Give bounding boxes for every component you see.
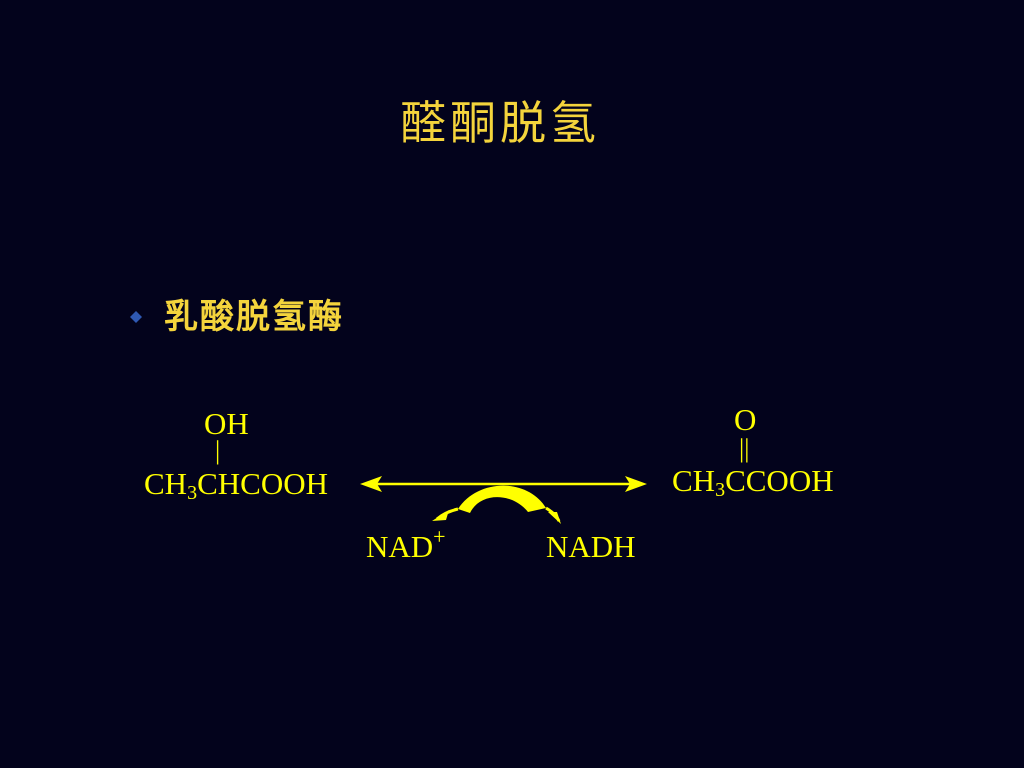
left-single-bond: | [215, 436, 221, 465]
left-formula-suffix: CHCOOH [197, 466, 328, 501]
bullet-item: 乳酸脱氢酶 [130, 300, 344, 334]
right-molecule-formula: CH3CCOOH [672, 463, 834, 500]
left-formula-subscript: 3 [187, 482, 198, 504]
left-molecule-formula: CH3CHCOOH [144, 466, 328, 503]
cofactor-nad-charge: + [433, 524, 446, 549]
right-substituent-o: O [734, 402, 757, 437]
slide-title: 醛酮脱氢 [400, 96, 600, 150]
right-formula-subscript: 3 [715, 479, 726, 501]
reversible-arrow [360, 476, 647, 492]
left-formula-prefix: CH [144, 466, 188, 501]
diamond-bullet-icon [130, 311, 142, 323]
cofactor-nadh: NADH [546, 529, 636, 564]
cofactor-nad-plus: NAD+ [366, 526, 446, 564]
cofactor-nad-base: NAD [366, 529, 434, 564]
right-formula-suffix: CCOOH [725, 463, 834, 498]
right-double-bond: || [739, 434, 750, 463]
curved-cofactor-arrow [432, 485, 561, 524]
bullet-text: 乳酸脱氢酶 [164, 297, 344, 337]
left-substituent-oh: OH [204, 406, 249, 441]
right-formula-prefix: CH [672, 463, 716, 498]
